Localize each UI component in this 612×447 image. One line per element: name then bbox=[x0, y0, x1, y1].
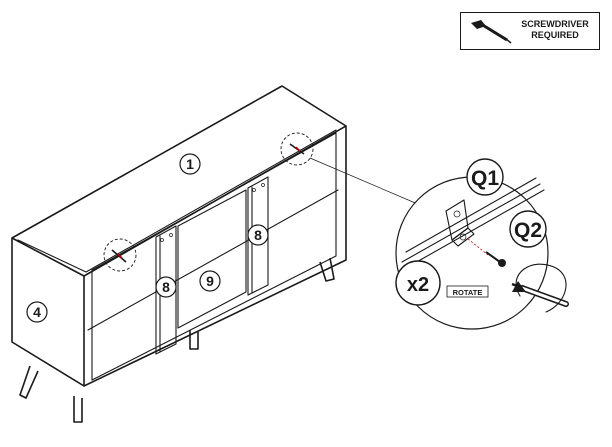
screwdriver-required-badge: SCREWDRIVER REQUIRED bbox=[460, 12, 600, 50]
hardware-label-screw: Q2 bbox=[509, 210, 547, 248]
part-1-text: 1 bbox=[186, 156, 194, 172]
q1-text: Q1 bbox=[471, 167, 499, 190]
cabinet-drawing bbox=[11, 85, 421, 423]
part-label-divider-right: 8 bbox=[247, 224, 269, 246]
quantity-label: x2 bbox=[395, 260, 441, 306]
badge-line-2: REQUIRED bbox=[531, 30, 579, 40]
part-label-divider-left: 8 bbox=[155, 276, 177, 298]
part-labels: 1 4 8 8 9 bbox=[26, 153, 269, 323]
rotate-text: ROTATE bbox=[453, 288, 483, 297]
rotate-label: ROTATE bbox=[446, 285, 489, 298]
part-label-top-panel: 1 bbox=[179, 153, 201, 175]
badge-label: SCREWDRIVER REQUIRED bbox=[513, 19, 597, 41]
part-9-text: 9 bbox=[206, 273, 214, 289]
rotate-screwdriver-icon bbox=[511, 263, 569, 313]
screwdriver-icon bbox=[471, 20, 512, 44]
hardware-label-bracket: Q1 bbox=[466, 158, 504, 196]
part-8-text-left: 8 bbox=[162, 279, 170, 295]
q2-text: Q2 bbox=[514, 219, 542, 242]
part-4-text: 4 bbox=[33, 304, 41, 320]
quantity-text: x2 bbox=[407, 274, 429, 296]
badge-line-1: SCREWDRIVER bbox=[521, 19, 589, 29]
part-label-back-panel: 9 bbox=[199, 270, 221, 292]
part-8-text-right: 8 bbox=[254, 227, 262, 243]
detail-callout: Q1 Q2 x2 ROTATE bbox=[395, 158, 569, 330]
part-label-side-panel: 4 bbox=[26, 301, 48, 323]
